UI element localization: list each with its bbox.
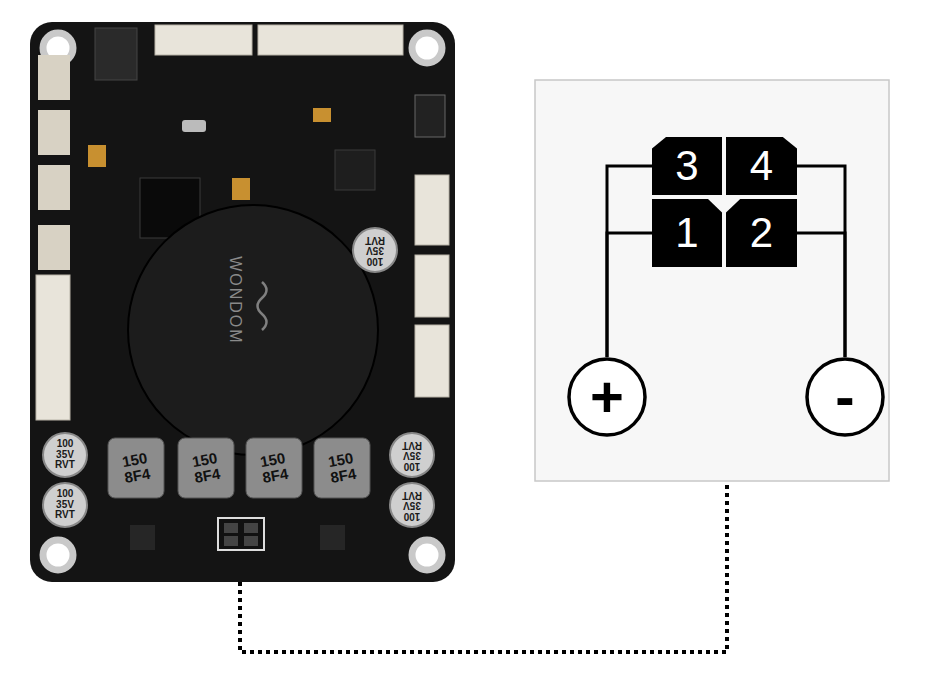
header-connector xyxy=(36,275,70,420)
capacitor-marking: 100 35V RVT xyxy=(397,489,427,521)
mounting-hole xyxy=(43,540,73,570)
polarity-sign: + xyxy=(590,368,624,426)
capacitor-marking: 100 35V RVT xyxy=(360,234,390,266)
tantalum-capacitor xyxy=(232,178,250,200)
header-connector xyxy=(155,25,252,55)
capacitor-marking: 100 35V RVT xyxy=(50,489,80,521)
connector-pin xyxy=(224,536,238,546)
pin-number: 4 xyxy=(750,145,773,187)
connector-pin: 3 xyxy=(652,137,722,195)
pin-fill xyxy=(726,199,797,267)
capacitor xyxy=(353,228,397,272)
capacitor xyxy=(390,433,434,477)
connector-pin: 1 xyxy=(652,199,722,267)
polarity-sign: - xyxy=(835,368,854,426)
pin-number: 3 xyxy=(675,145,698,187)
brand-label: WONDOM xyxy=(227,245,244,355)
connector-pin xyxy=(244,523,258,533)
pin-fill xyxy=(652,137,722,195)
header-connector xyxy=(415,255,449,317)
header-connector xyxy=(258,25,403,55)
mounting-hole xyxy=(412,33,442,63)
capacitor-marking: 100 35V RVT xyxy=(397,439,427,471)
tantalum-capacitor xyxy=(313,108,331,122)
inductor-marking: 150 8F4 xyxy=(323,450,362,487)
power-connector xyxy=(218,518,264,550)
pin-number: 2 xyxy=(750,212,773,254)
amplifier-heatsink xyxy=(128,205,378,455)
capacitor xyxy=(43,433,87,477)
capacitor xyxy=(390,483,434,527)
polarity-circle: + xyxy=(567,357,647,437)
wire xyxy=(607,233,652,357)
pin-fill xyxy=(726,137,797,195)
pcb-board xyxy=(30,22,455,582)
chip xyxy=(130,525,155,550)
inductor-marking: 150 8F4 xyxy=(117,450,156,487)
connector-pin: 4 xyxy=(726,137,797,195)
inductor-marking: 150 8F4 xyxy=(187,450,226,487)
wire xyxy=(797,166,845,357)
header-connector xyxy=(415,325,449,397)
inductor xyxy=(246,438,302,498)
crystal xyxy=(182,120,206,132)
inductor-marking: 150 8F4 xyxy=(255,450,294,487)
pin-number: 1 xyxy=(675,212,698,254)
capacitor-marking: 100 35V RVT xyxy=(50,439,80,471)
chip xyxy=(320,525,345,550)
audio-jack xyxy=(95,28,137,80)
connector-pin xyxy=(244,536,258,546)
circle-fill xyxy=(807,359,883,435)
chip xyxy=(335,150,375,190)
polarity-circle: - xyxy=(805,357,885,437)
inductor xyxy=(178,438,234,498)
wire xyxy=(607,166,652,357)
inductor xyxy=(314,438,370,498)
connector-pin: 2 xyxy=(726,199,797,267)
pinout-panel xyxy=(535,80,889,481)
potentiometer xyxy=(38,225,70,270)
tantalum-capacitor xyxy=(88,145,106,167)
header-connector xyxy=(415,175,449,245)
capacitor xyxy=(43,483,87,527)
circle-fill xyxy=(569,359,645,435)
potentiometer xyxy=(38,165,70,210)
jumper-connector xyxy=(415,95,445,137)
mounting-hole xyxy=(412,540,442,570)
inductor xyxy=(108,438,164,498)
connector-pin xyxy=(224,523,238,533)
wire xyxy=(797,233,845,357)
logo-wave xyxy=(258,282,267,330)
potentiometer xyxy=(38,110,70,155)
potentiometer xyxy=(38,55,70,100)
pin-fill xyxy=(652,199,722,267)
